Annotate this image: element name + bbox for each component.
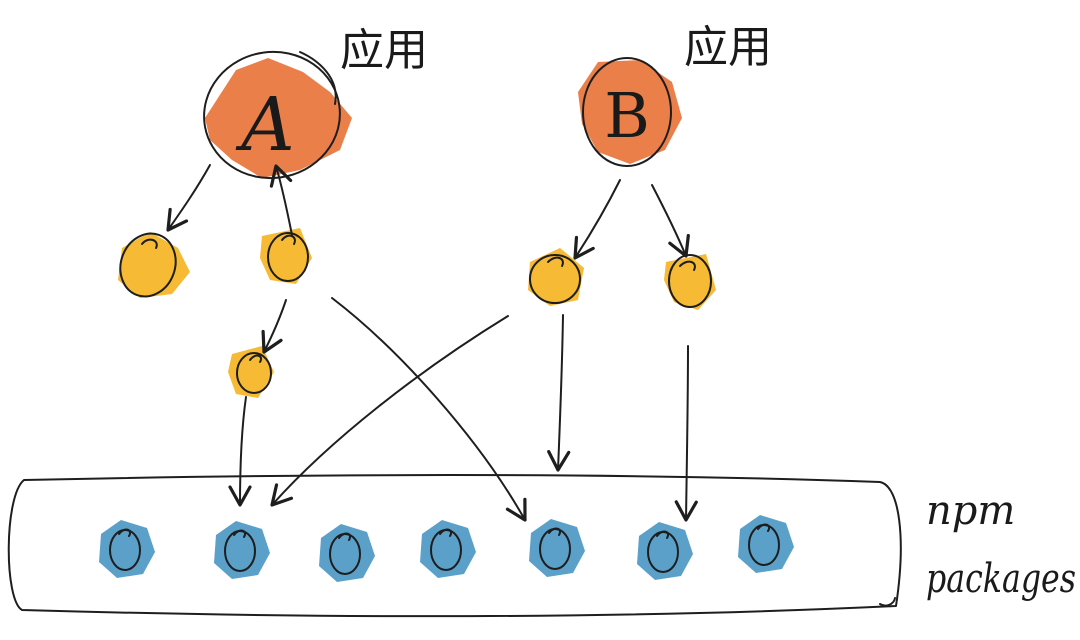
registry-label-line1: npm (926, 488, 1015, 534)
app-a-letter: A (235, 82, 294, 168)
app-b-outline (582, 57, 672, 167)
package-node-5 (529, 519, 585, 577)
app-a-node: A 应用 (203, 25, 428, 180)
package-nodes (99, 515, 794, 582)
edge-b-to-dep-right (651, 184, 690, 258)
app-a-fill (205, 58, 352, 178)
registry-label-line2: packages (926, 556, 1076, 602)
dependency-nodes (118, 228, 716, 398)
edge-b-to-dep-left (573, 179, 621, 260)
package-node-3 (319, 524, 375, 582)
package-node-6 (637, 522, 693, 580)
dependency-node-a-right (260, 228, 312, 284)
package-node-7 (738, 515, 794, 573)
app-a-annotation: 应用 (340, 25, 428, 76)
app-b-letter: B (604, 79, 650, 152)
npm-registry: npm packages (7, 474, 1076, 618)
edge-dep-right-to-nested (261, 299, 287, 354)
app-b-annotation: 应用 (684, 22, 772, 73)
app-b-node: B 应用 (578, 22, 772, 167)
registry-container (7, 474, 902, 618)
edge-nested-to-package-2 (228, 396, 252, 507)
edge-b-dep-left-to-package-2 (270, 315, 509, 507)
package-node-4 (420, 520, 476, 578)
edge-b-dep-left-to-package-5 (547, 314, 571, 472)
dependency-node-b-right (664, 254, 716, 310)
edge-dep-right-to-a (269, 164, 293, 236)
dependency-edges (166, 164, 698, 522)
dependency-node-a-nested (228, 346, 274, 398)
edge-a-to-dep-left (166, 164, 211, 232)
app-b-fill (578, 60, 682, 164)
dependency-node-b-left (528, 248, 584, 306)
edge-b-dep-right-to-package-6 (674, 345, 698, 522)
package-node-1 (99, 520, 155, 578)
dependency-node-a-left (118, 232, 190, 298)
edge-dep-right-to-package-5 (331, 297, 527, 522)
package-node-2 (214, 521, 270, 579)
